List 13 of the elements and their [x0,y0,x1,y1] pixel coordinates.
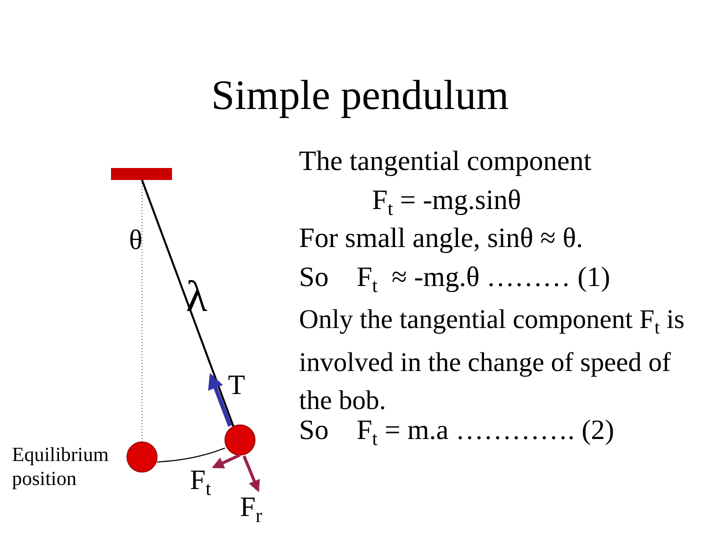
angle-symbol: θ [129,225,142,258]
length-symbol: λ [186,272,208,323]
force-label: F$_{t}$ [190,465,212,502]
equation: So F$_{t}$ ≈ -mg.θ ……… (1) [299,262,610,298]
force-label: T [228,370,246,402]
force-label: F$_{r}$ [240,492,262,528]
title: Simple pendulum [210,72,510,120]
paragraph: Only the tangential component F$_{t}$ is involved in the change of speed of the bob. [299,303,686,417]
equation: F$_{t}$ = -mg.sinθ [372,185,522,222]
equation: So F$_{t}$ = m.a …………. (2) [299,415,614,452]
equilibrium-label: Equilibrium position [12,443,110,491]
text-line: The tangential component [299,146,592,178]
text-line: For small angle, sinθ ≈ θ. [299,223,584,256]
